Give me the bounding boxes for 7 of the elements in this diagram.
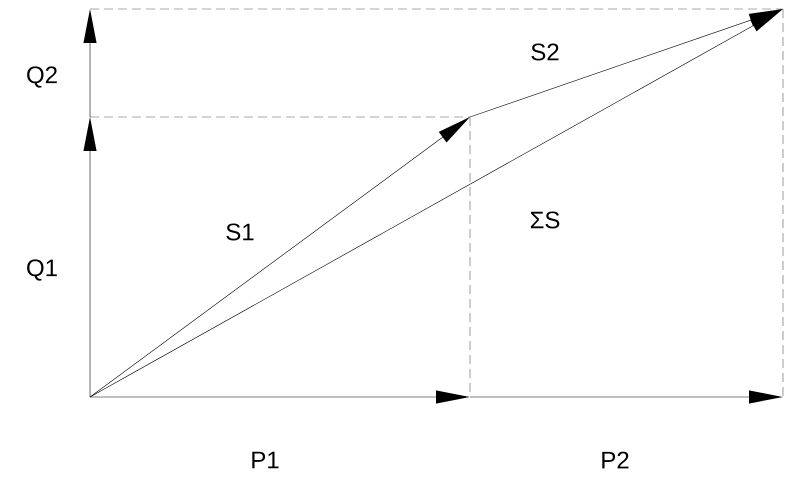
vector-label: Q1 (27, 259, 57, 281)
vector-label: Q2 (27, 66, 57, 88)
vector-label: ΣS (530, 212, 560, 228)
vector-label: S2 (531, 44, 558, 60)
vector-label: P1 (252, 452, 278, 468)
vector-label: P2 (602, 452, 628, 468)
vector-label: S1 (226, 224, 254, 240)
